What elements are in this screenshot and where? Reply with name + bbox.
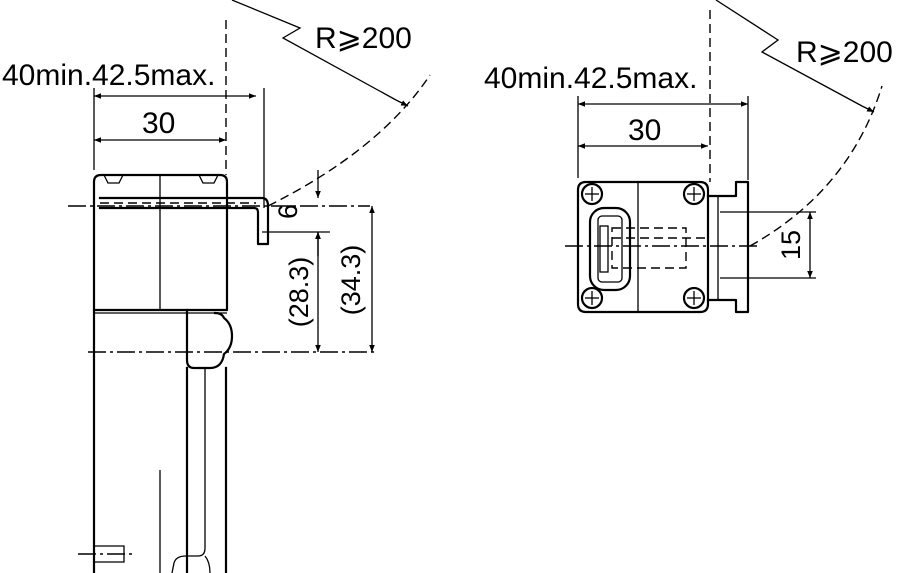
- left-dim-inner-label: (28.3): [284, 257, 314, 328]
- right-dim-offset-label: 15: [776, 230, 806, 260]
- left-dim-overall: 40min.42.5max.: [2, 59, 265, 208]
- left-dim-inner: (28.3): [284, 232, 321, 352]
- left-dim-body-label: 30: [142, 107, 175, 140]
- left-dim-body: 30: [94, 107, 226, 143]
- left-switch-head: [92, 173, 229, 312]
- right-radius-label: R⩾200: [796, 36, 893, 69]
- left-dim-small: 6: [262, 170, 330, 256]
- screw-top-left: [580, 182, 604, 206]
- right-dim-overall: 40min.42.5max.: [484, 62, 749, 180]
- left-radius-label: R⩾200: [315, 22, 412, 55]
- right-dim-offset: 15: [776, 212, 813, 278]
- left-dim-overall-label: 40min.42.5max.: [2, 59, 215, 92]
- right-key-slot: [588, 206, 708, 292]
- right-view: R⩾200 40min.42.5max. 30 15: [484, 0, 893, 314]
- left-dim-outer-label: (34.3): [336, 245, 366, 316]
- left-radius-arc: R⩾200: [231, 0, 431, 207]
- left-actuator-key: [98, 196, 270, 246]
- right-switch-body: [576, 180, 710, 314]
- right-dim-body: 30: [578, 114, 708, 149]
- left-view: R⩾200 40min.42.5max. 30 6 (28.3): [2, 0, 431, 573]
- right-dim-overall-label: 40min.42.5max.: [484, 62, 697, 95]
- left-switch-body: [78, 308, 234, 573]
- screw-top-right: [682, 182, 706, 206]
- screw-bottom-right: [682, 286, 706, 310]
- right-dim-body-label: 30: [628, 114, 661, 147]
- right-radius-arc: R⩾200: [715, 0, 893, 247]
- screw-bottom-left: [580, 286, 604, 310]
- left-dim-small-label: 6: [273, 204, 303, 219]
- left-dim-outer: (34.3): [336, 206, 375, 352]
